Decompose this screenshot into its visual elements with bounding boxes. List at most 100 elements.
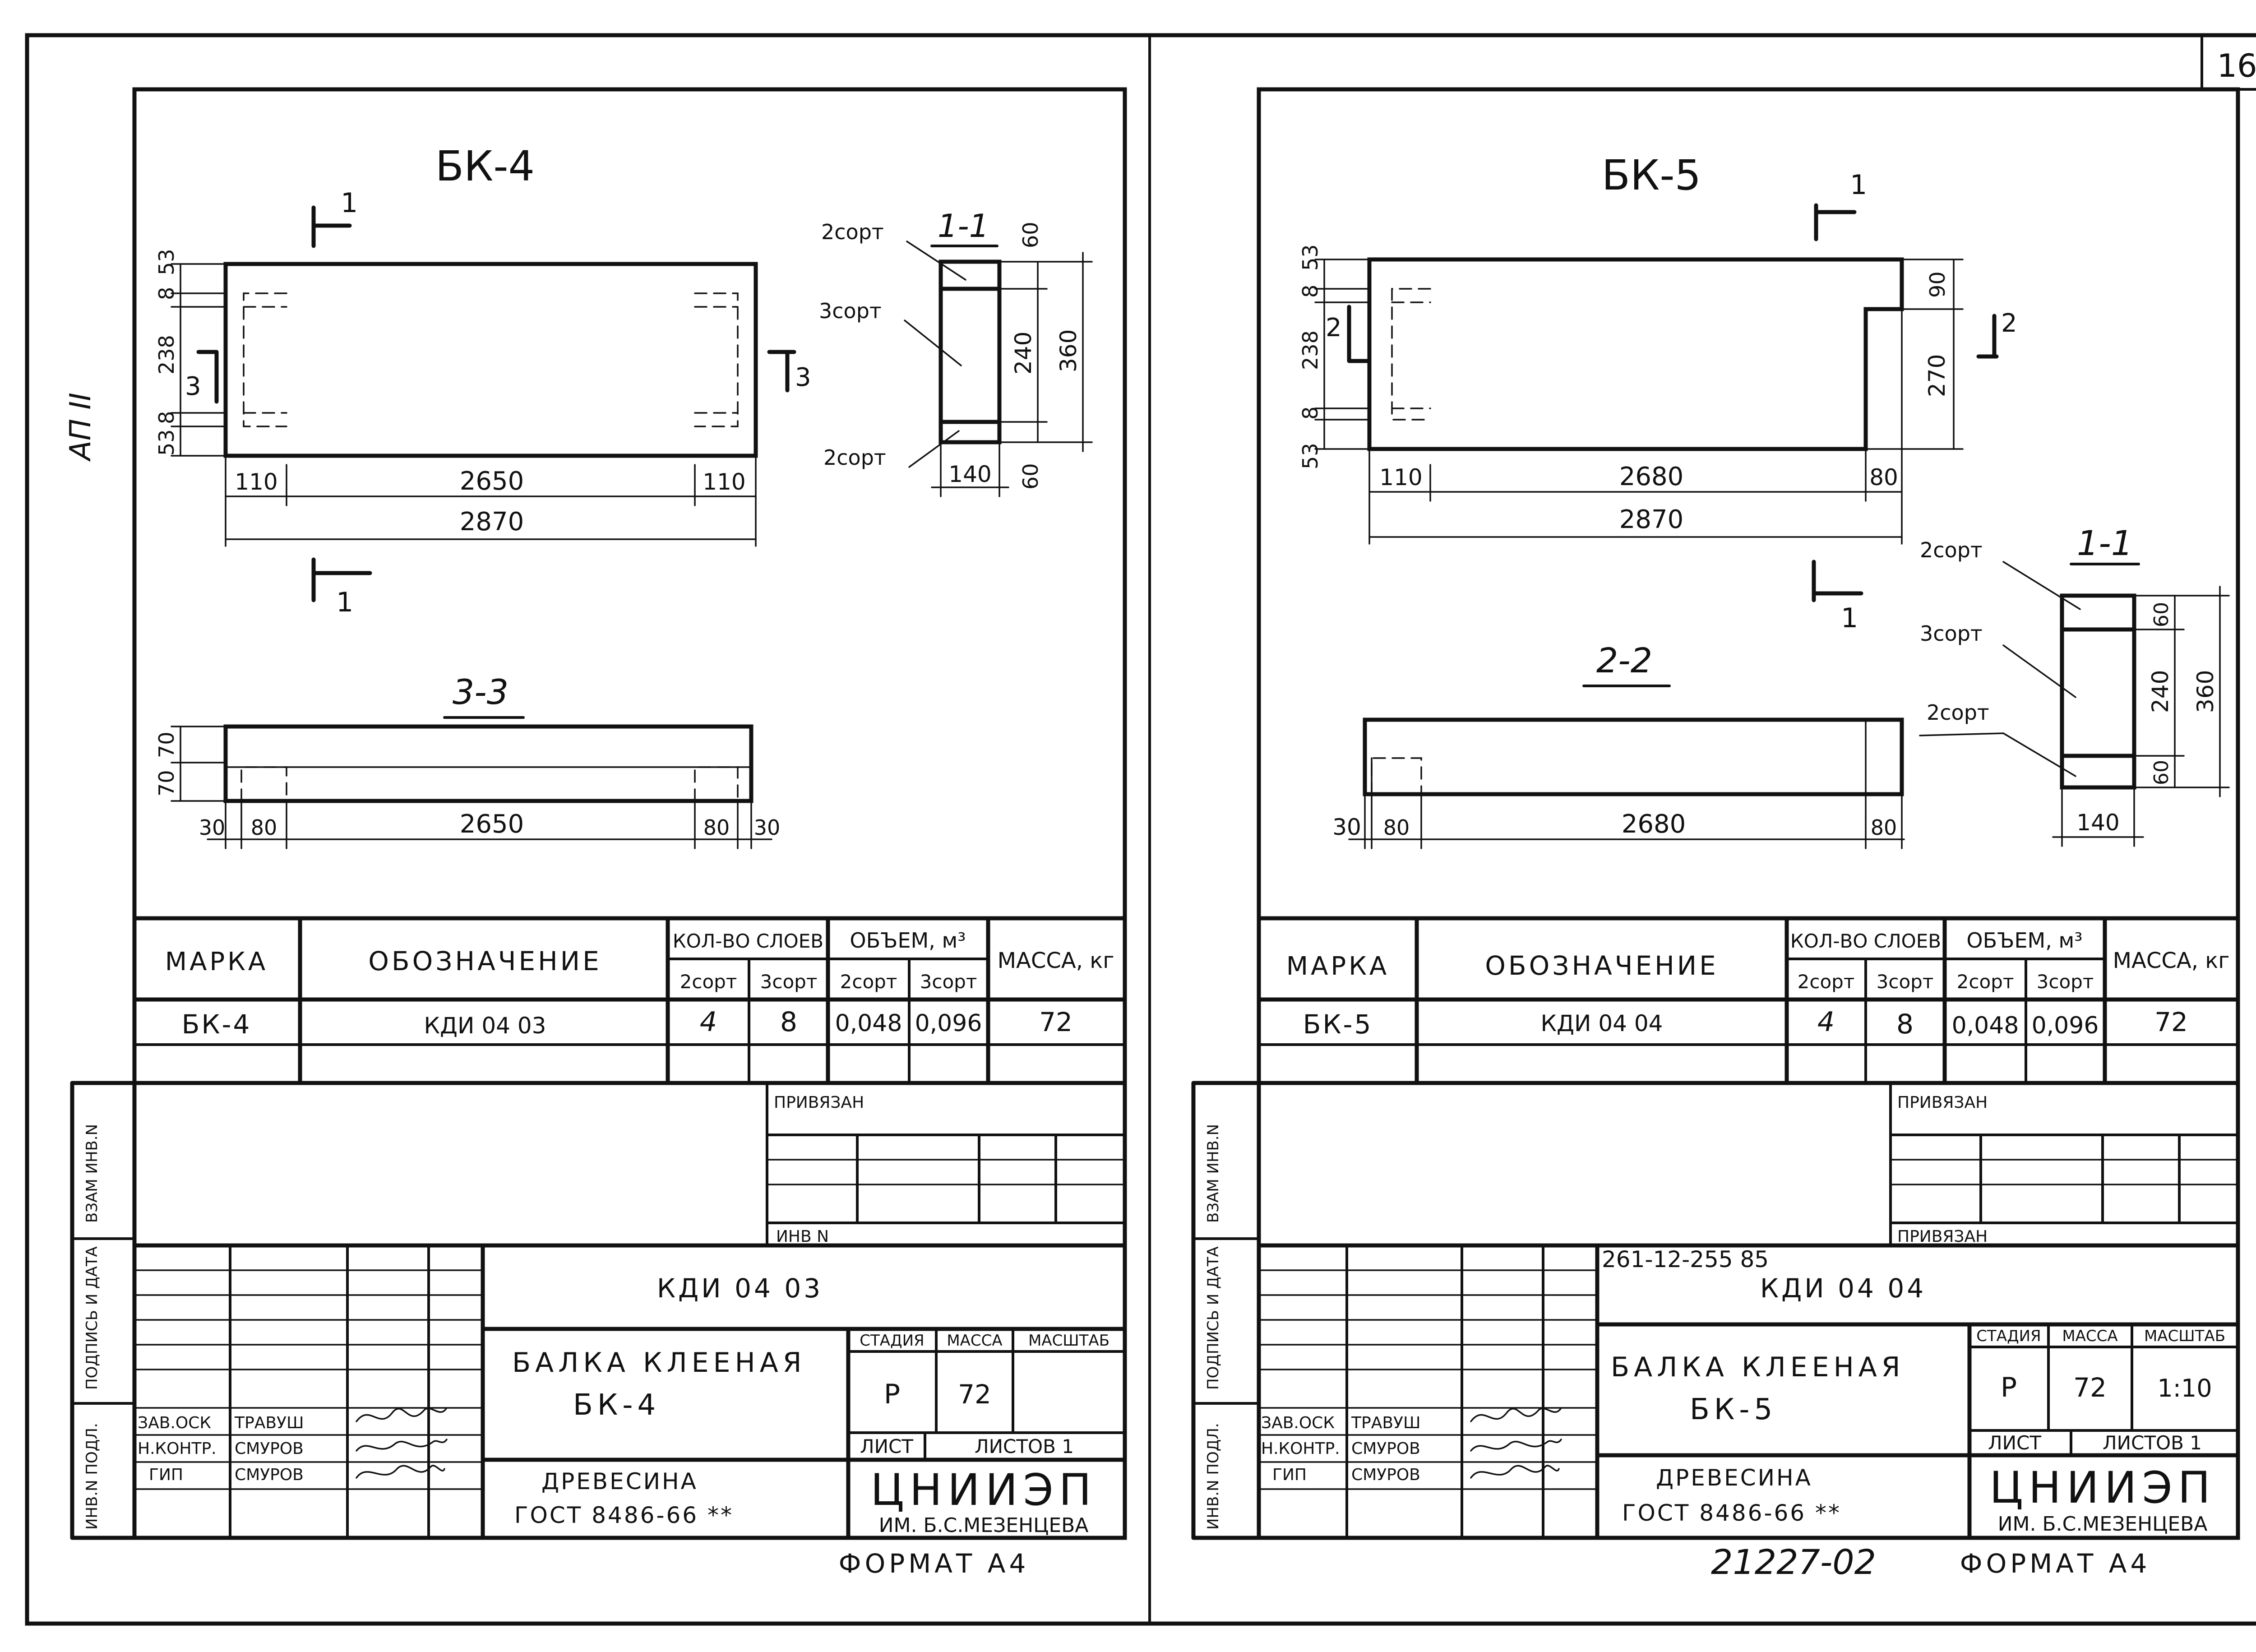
dim-140: 140 [948, 461, 991, 487]
spec-h-desig: ОБОЗНАЧЕНИЕ [368, 946, 602, 976]
tb-name-1: ТРАВУШ [1351, 1414, 1420, 1432]
side-label: АП II [64, 393, 97, 462]
section-label: 1-1 [2077, 523, 2133, 563]
dim-360: 360 [1055, 329, 1082, 372]
leader [908, 430, 960, 468]
tb-scale-h: МАСШТАБ [1028, 1332, 1110, 1350]
sheet-left: БК-4 8 53 238 8 53 [70, 87, 1127, 1540]
plank-outline [1363, 717, 1904, 796]
dim-110-right: 110 [703, 469, 745, 495]
tb-org-1: ЦНИИЭП [1989, 1462, 2216, 1513]
plank-end-left [240, 766, 287, 802]
spec-h-g3-vol: 3сорт [920, 971, 977, 993]
section-mark-top-label: 1 [341, 187, 358, 219]
spec-table: МАРКА ОБОЗНАЧЕНИЕ КОЛ-ВО СЛОЕВ ОБЪЕМ, м³… [132, 916, 1127, 1085]
tb-stage-h: СТАДИЯ [1976, 1327, 2041, 1345]
section-label: 1-1 [938, 208, 989, 245]
tb-org-2: ИМ. Б.С.МЕЗЕНЦЕВА [1998, 1513, 2208, 1536]
tb-name-line1: БАЛКА КЛЕЕНАЯ [1611, 1351, 1905, 1383]
plank-end-right [694, 766, 739, 802]
dim-53-bot: 53 [1298, 443, 1322, 469]
beam-title: БК-4 [435, 142, 535, 190]
section-outline [2060, 593, 2136, 790]
dim-238: 238 [154, 335, 179, 375]
spec-table: МАРКА ОБОЗНАЧЕНИЕ КОЛ-ВО СЛОЕВ ОБЪЕМ, м³… [1257, 916, 2240, 1085]
dim-30: 30 [1332, 814, 1361, 840]
section-mark-2-right [1976, 314, 1999, 359]
tb-role-2: Н.КОНТР. [138, 1439, 217, 1458]
spec-h-g2: 2сорт [680, 971, 737, 993]
section-mark-bottom [311, 557, 372, 602]
grade-top: 2сорт [1920, 538, 1983, 562]
section-mark-top [1814, 203, 1857, 241]
section-mark-3-right [767, 350, 796, 393]
tb-inv-n: ИНВ N [776, 1227, 829, 1246]
spec-row-l3: 8 [1896, 1009, 1914, 1040]
section-mark-2-left-label: 2 [1326, 313, 1342, 342]
sheet-left-frame [132, 87, 1127, 1540]
tb-name-line1: БАЛКА КЛЕЕНАЯ [512, 1347, 806, 1379]
spec-row-v2: 0,048 [1952, 1012, 2019, 1039]
tb-stage: Р [884, 1379, 900, 1410]
plank-outline [223, 724, 754, 803]
tb-stage: Р [2001, 1372, 2017, 1403]
spec-row-mark: БК-4 [182, 1009, 252, 1040]
dim-238: 238 [1298, 330, 1322, 370]
dim-80: 80 [1869, 464, 1898, 491]
dim-270: 270 [1924, 354, 1950, 397]
tb-material-1: ДРЕВЕСИНА [541, 1468, 698, 1495]
dim-360: 360 [2192, 670, 2219, 713]
tb-org-2: ИМ. Б.С.МЕЗЕНЦЕВА [879, 1514, 1089, 1537]
tb-mass-h: МАССА [2062, 1327, 2117, 1345]
tb-sheets-h: ЛИСТОВ 1 [2103, 1432, 2202, 1454]
dim-53-top: 53 [1298, 244, 1322, 271]
outer-frame [25, 33, 2256, 1626]
dim-2870: 2870 [1619, 505, 1684, 534]
beam-outline [223, 262, 758, 458]
beam-elevation: 8 53 238 8 53 90 270 110 2680 80 2870 1 … [1298, 169, 2017, 634]
dim-90: 90 [1925, 271, 1950, 298]
leader [2002, 732, 2076, 777]
spec-h-volume: ОБЪЕМ, м³ [1966, 928, 2082, 953]
tb-material-1: ДРЕВЕСИНА [1656, 1465, 1812, 1491]
tb-sheet-h: ЛИСТ [860, 1435, 913, 1458]
format-label-right: ФОРМАТ А4 [1960, 1548, 2151, 1579]
spec-h-mark: МАРКА [165, 947, 268, 976]
dim-2650: 2650 [460, 467, 524, 496]
beam-title: БК-5 [1602, 151, 1701, 199]
hidden-insert-left [1391, 288, 1431, 421]
dim-8-top: 8 [154, 287, 179, 300]
spec-h-volume: ОБЪЕМ, м³ [850, 928, 966, 953]
tb-sheet-h: ЛИСТ [1988, 1432, 2041, 1454]
section-mark-bottom-label: 1 [336, 587, 353, 618]
section-mark-2-right-label: 2 [2001, 309, 2017, 338]
tb-doc-code: КДИ 04 03 [657, 1273, 823, 1304]
dim-8-bot: 8 [154, 411, 179, 424]
spec-h-g3: 3сорт [1877, 971, 1934, 993]
section-mark-bottom [1812, 560, 1863, 602]
tb-privyazan: ПРИВЯЗАН [774, 1093, 864, 1112]
spec-row-v2: 0,048 [835, 1010, 902, 1037]
spec-row-mass: 72 [1039, 1007, 1073, 1037]
tb-name-3: СМУРОВ [1351, 1466, 1420, 1484]
tb-material-2: ГОСТ 8486-66 ** [514, 1502, 734, 1528]
format-label-left: ФОРМАТ А4 [839, 1548, 1030, 1579]
dim-60-top: 60 [1018, 222, 1043, 248]
spec-h-layers: КОЛ-ВО СЛОЕВ [673, 930, 823, 952]
dim-80-left: 80 [1383, 815, 1410, 840]
spec-row-v3: 0,096 [2032, 1012, 2099, 1039]
dim-2870: 2870 [460, 507, 524, 537]
tb-side-label-1: ВЗАМ ИНВ.N [83, 1124, 101, 1223]
tb-role-1: ЗАВ.ОСК [1261, 1414, 1335, 1432]
tb-org-1: ЦНИИЭП [870, 1465, 1097, 1515]
dim-30-right: 30 [754, 815, 781, 840]
tb-sheets-h: ЛИСТОВ 1 [975, 1435, 1074, 1458]
tb-scale: 1:10 [2157, 1374, 2212, 1402]
tb-name-1: ТРАВУШ [234, 1414, 304, 1432]
tb-role-3: ГИП [1272, 1466, 1307, 1484]
cross-section: 1-1 2сорт 3сорт 2сорт 60 240 60 360 140 [819, 208, 1093, 497]
spec-h-mass: МАССА, кг [2113, 948, 2230, 973]
tb-side-label-3: ИНВ.N ПОДЛ. [83, 1423, 101, 1530]
dim-140: 140 [2076, 810, 2119, 836]
